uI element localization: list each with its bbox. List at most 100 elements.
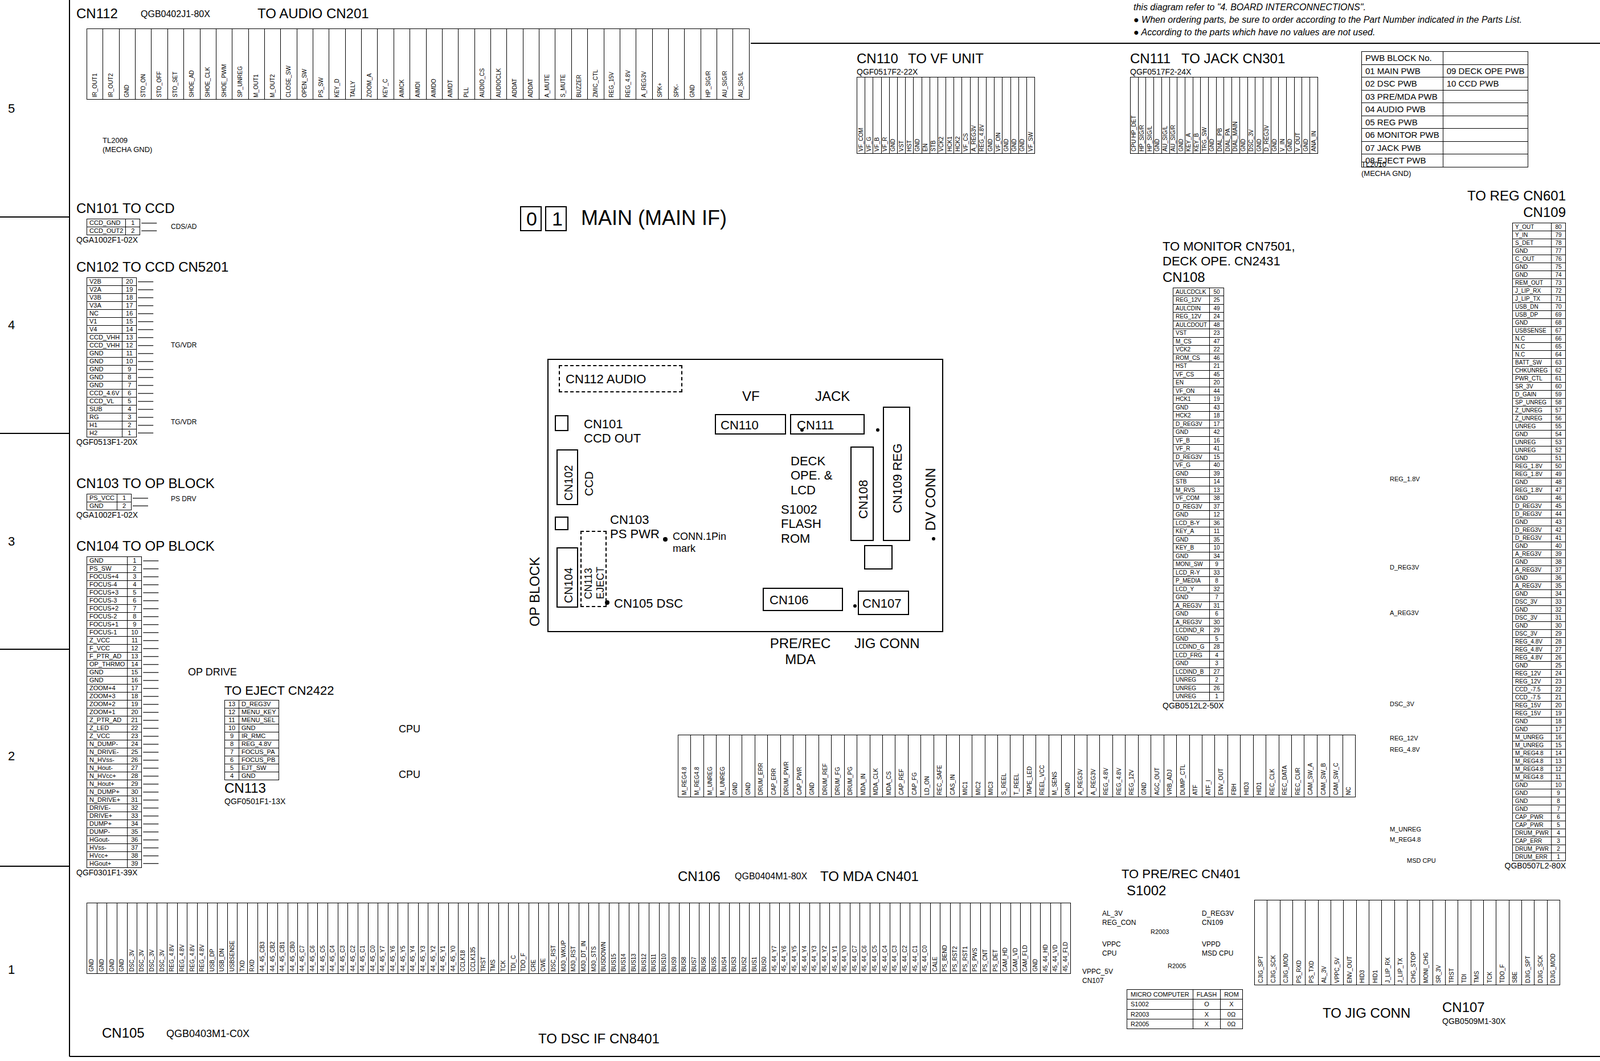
pin-signal-name: 45_44_C1 [911,945,919,972]
pin-number: 3 [1551,837,1566,846]
pin-cell: SPK- [668,29,685,100]
pin-signal-name: REG_1.8V [1512,486,1552,495]
pin-signal-name: TMS [489,959,497,972]
pin-number: 8 [224,740,240,749]
pin-signal-name: GND [1512,558,1552,567]
pin-signal-name: GND [239,772,279,780]
pin-number: 22 [1209,345,1224,355]
wire-stub [142,847,159,849]
wire-stub [142,855,159,857]
pin-cell: GND [1301,77,1310,154]
pin-signal-name: FOCUS_PB [239,756,279,765]
pin-cell: DJIG_SCK [1533,900,1547,985]
table-cell: S1002 [1127,999,1194,1010]
pin-number: 11 [122,349,137,358]
pin-cell: 45_44_VD [1050,903,1061,974]
pin-cell: CJIG_SPT [1254,900,1267,985]
pin-signal-name: VF_G [1173,461,1210,470]
pin-signal-name: GND [1512,542,1552,551]
pin-number: 15 [1209,453,1224,462]
pin1-dot [663,537,668,542]
pin-signal-name: F_PTR_AD [87,652,128,661]
pin-signal-name: HVss- [87,844,128,853]
table-grid: PWB BLOCK No.01 MAIN PWB02 DSC PWB03 PRE… [1361,51,1529,168]
pin-signal-name: HCK2 [954,136,962,152]
pin-number: 35 [1209,535,1224,545]
pin-number: 53 [1551,438,1566,447]
connector-heading: TO VF UNIT [907,50,984,67]
pin-signal-name: REG_15V [1512,701,1552,710]
pin-number: 38 [127,852,142,861]
pin-signal-name: DUMP+ [87,820,128,829]
label: AL_3V [1102,910,1123,919]
label: 4 [7,317,15,333]
table-cell: X [1193,1019,1221,1030]
pin-signal-name: GND [1512,781,1552,790]
pin-signal-name: USBSENSE [228,940,236,972]
pin-cell: SR_3V [1432,900,1446,985]
pin-signal-name: IR_OUT2 [107,73,115,98]
pin-signal-name: SPK+ [656,82,664,98]
pin-cell: TAPE_LED [1022,735,1036,797]
pin-cell: M30_DT_IN [578,903,589,974]
pin-cell: REC_SAFE [933,735,947,797]
part-number: QGB0512L2-50X [1162,701,1300,711]
wire-stub [137,416,154,418]
pin-cell: ZMIC_CTL [587,29,604,100]
pin-signal-name: REM_OUT [1512,279,1552,288]
pin-cell: DRUM_PG [844,735,857,797]
pin-cell: HCK1 [945,77,954,154]
table-grid: MICRO COMPUTERFLASHROMS1002OXR2003X0ΩR20… [1126,989,1243,1030]
pin-signal-name: TDI [1461,974,1468,984]
wire-stub [142,799,159,801]
pin-signal-name: GND [1271,138,1279,152]
pin-signal-name: MDA_CLK [872,768,880,796]
board-connector: CN106 [762,587,844,612]
wire-stub [142,711,159,713]
label: R2003 [1150,928,1169,936]
pin-number: 3 [122,413,137,422]
pin-signal-name: AU_SIG/R [1169,124,1177,152]
pin-cell: HID3 [1356,900,1369,985]
pin-signal-name: FOCUS+2 [87,604,128,613]
pin-signal-name: PS_CNT [981,949,989,972]
pin-signal-name: GND [1177,138,1185,152]
pin-cell: REG_4.8V [1112,735,1125,797]
pin-signal-name: ZOOM+2 [87,700,128,709]
pin-cell: CAM_SW_C [1329,735,1342,797]
pin-signal-name: A_REG3V [1173,602,1210,611]
connector-heading: CN110 [856,50,899,67]
pin-number: 19 [1209,395,1224,404]
label: MSD CPU [1201,950,1234,959]
pin-number: 21 [1209,362,1224,371]
pin-table: PS_VCC1GND2 [86,493,132,511]
pin-cell: DRUM_FG [831,735,844,797]
pin-signal-name: RG [87,413,123,422]
wire-stub [142,672,159,673]
pin-signal-name: SR_3V [1435,964,1443,984]
pin-number: 32 [1209,585,1224,595]
pin-signal-name: CCD_-7.5 [1512,685,1552,694]
pin-signal-name: KEY_C [382,78,390,98]
pin-signal-name: 45_44_Y2 [821,945,829,972]
pin-signal-name: BUS12 [640,953,648,972]
pin-signal-name: 44_45_C7 [299,945,306,972]
pin-cell: 44_45_Y4 [407,903,419,974]
pin-number: 4 [224,772,240,780]
pin-cell: CAM_SW_B [1316,735,1330,797]
pin-number: 28 [1209,643,1224,652]
table-cell [1443,154,1529,168]
table-cell [1443,103,1529,117]
pin-signal-name: BUZZER [575,74,583,98]
pin-cell: CAM_HD [1000,903,1011,974]
pin-number: 44 [1209,387,1224,396]
pin-number: 15 [1551,741,1566,750]
pin-signal-name: GND [1208,138,1216,152]
pin-signal-name: VST [1173,329,1210,338]
connector-heading: CN112 [76,5,118,22]
board-label: 0 [526,207,538,231]
pin-number: 10 [1209,543,1224,553]
pin-signal-name: N_Hout- [87,764,128,773]
pin-signal-name: BUS3 [730,956,738,972]
pin-signal-name: IR_OUT1 [91,73,99,98]
